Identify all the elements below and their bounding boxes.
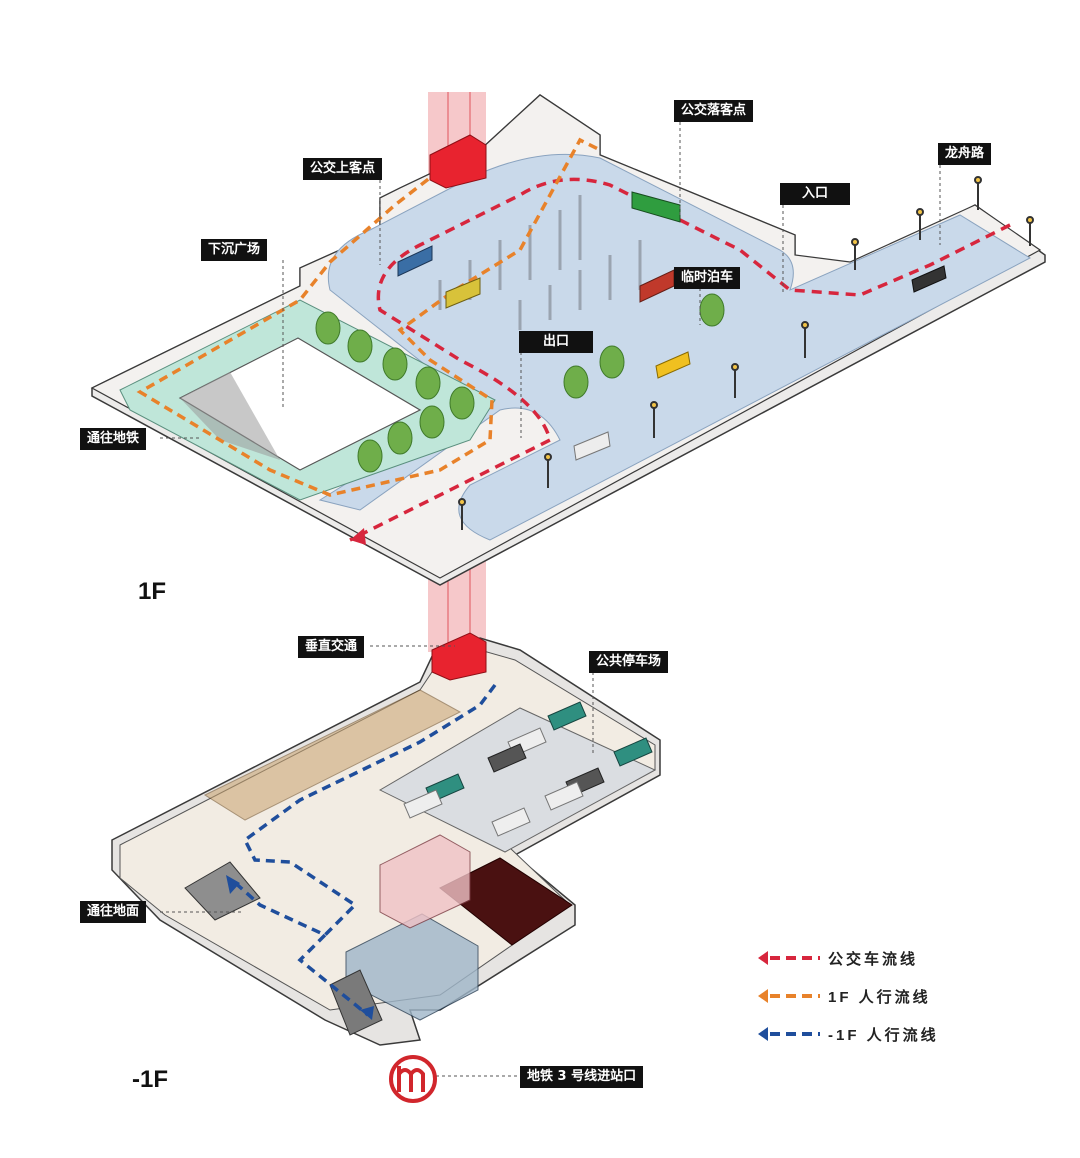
- legend-item-bus-flow: 公交车流线: [756, 946, 1056, 984]
- legend: 公交车流线 1F 人行流线 -1F 人行流线: [756, 946, 1056, 1060]
- legend-item-1f-pedestrian: 1F 人行流线: [756, 984, 1056, 1022]
- floor-label-1f: 1F: [138, 578, 166, 606]
- callout-temporary-parking: 临时泊车: [674, 267, 740, 289]
- floor-b1: [112, 633, 660, 1045]
- legend-label: -1F 人行流线: [828, 1024, 939, 1045]
- callout-metro-line3-entrance: 地铁 3 号线进站口: [520, 1066, 643, 1088]
- callout-exit: 出口: [519, 331, 593, 353]
- legend-label: 1F 人行流线: [828, 986, 931, 1007]
- callout-longzhou-road: 龙舟路: [938, 143, 991, 165]
- legend-arrow-icon: [756, 948, 822, 968]
- callout-public-parking: 公共停车场: [589, 651, 668, 673]
- legend-label: 公交车流线: [828, 948, 918, 969]
- legend-arrow-icon: [756, 986, 822, 1006]
- legend-item-b1-pedestrian: -1F 人行流线: [756, 1022, 1056, 1060]
- callout-sunken-plaza: 下沉广场: [201, 239, 267, 261]
- callout-bus-pickup: 公交上客点: [303, 158, 382, 180]
- callout-vertical-transport: 垂直交通: [298, 636, 364, 658]
- callout-to-metro: 通往地铁: [80, 428, 146, 450]
- callout-bus-dropoff: 公交落客点: [674, 100, 753, 122]
- callout-entrance: 入口: [780, 183, 850, 205]
- metro-logo-icon: [391, 1057, 435, 1101]
- floor-label-b1: -1F: [132, 1066, 168, 1094]
- callout-to-ground: 通往地面: [80, 901, 146, 923]
- legend-arrow-icon: [756, 1024, 822, 1044]
